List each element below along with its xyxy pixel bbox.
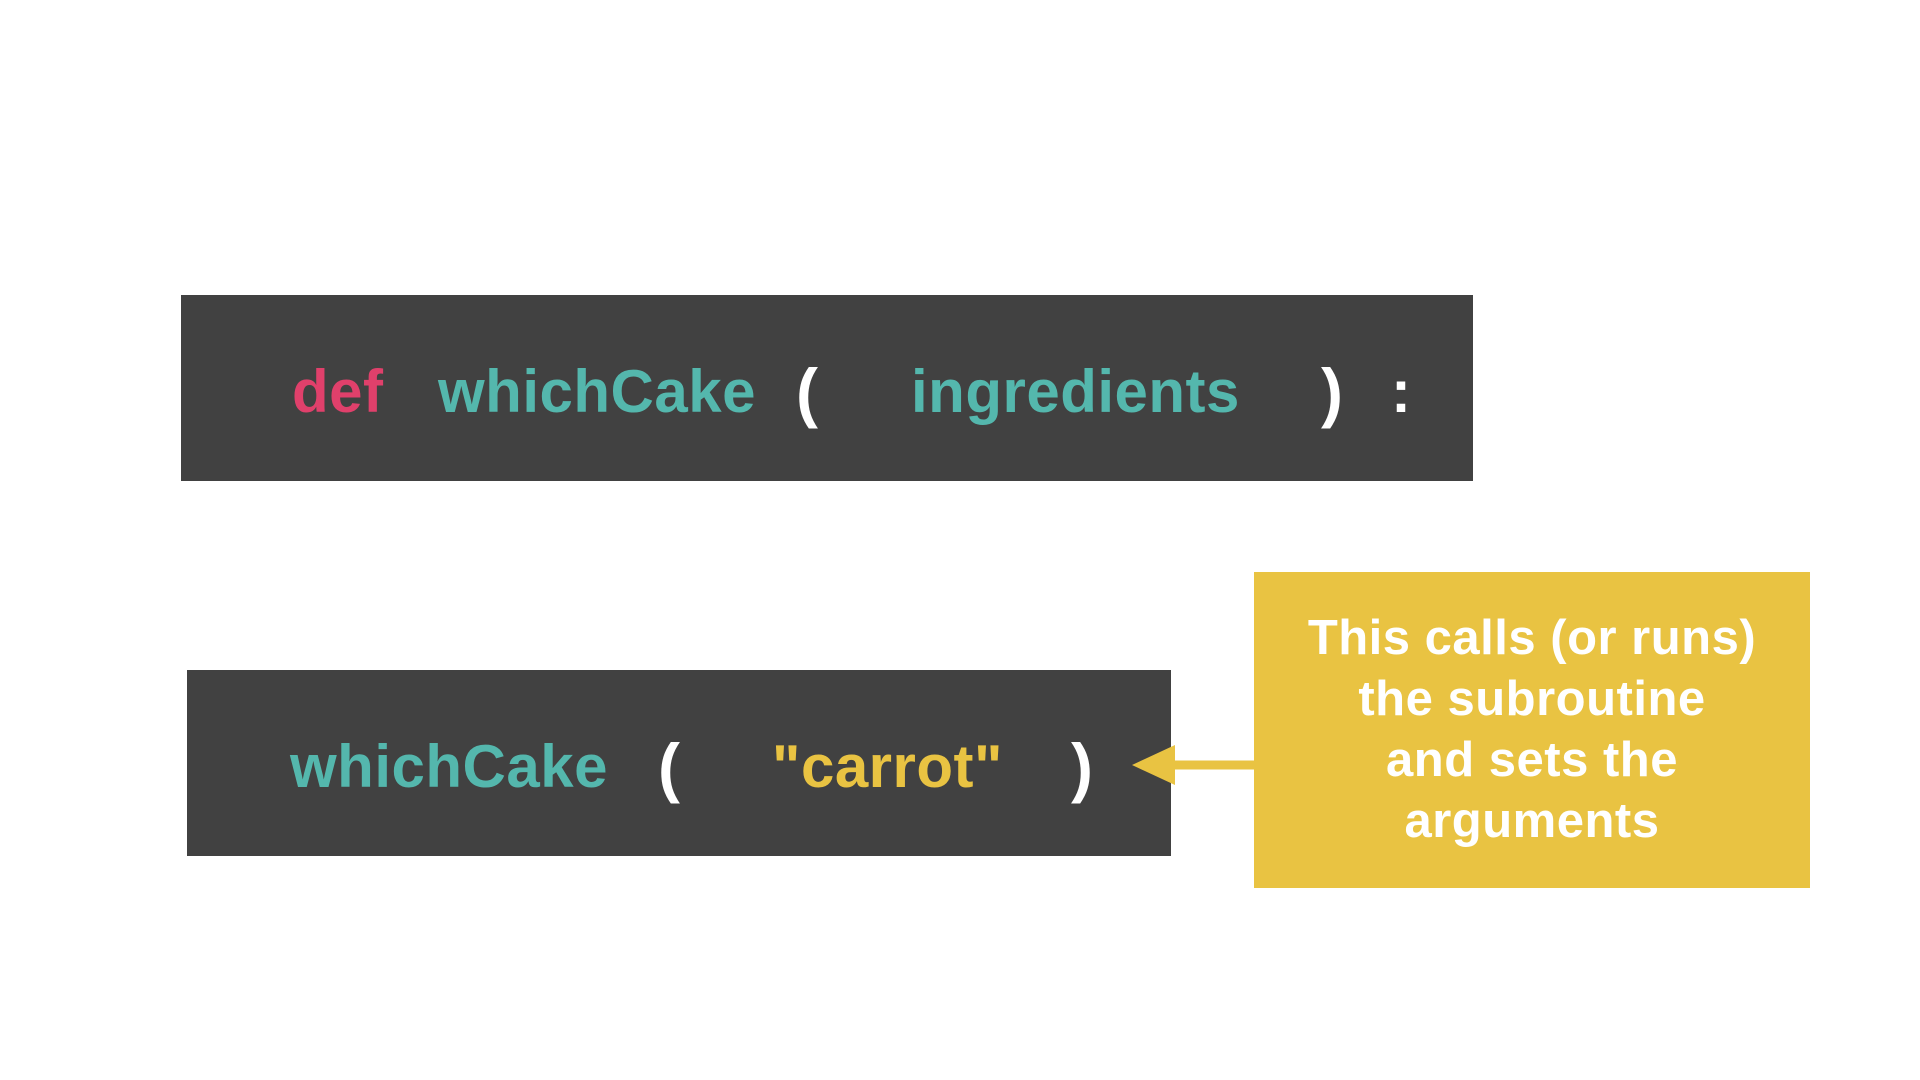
definition-close-paren: ) bbox=[1321, 355, 1344, 429]
call-close-paren: ) bbox=[1071, 730, 1094, 804]
call-argument-string: "carrot" bbox=[772, 733, 1003, 800]
definition-open-paren: ( bbox=[796, 355, 819, 429]
callout-arrow bbox=[1132, 745, 1260, 785]
call-open-paren: ( bbox=[658, 730, 681, 804]
function-definition-box: def whichCake ( ingredients ) : bbox=[181, 295, 1473, 481]
call-function-name: whichCake bbox=[290, 733, 608, 800]
annotation-line: and sets the bbox=[1386, 733, 1678, 787]
annotation-line: the subroutine bbox=[1358, 672, 1706, 726]
function-call-box: whichCake ( "carrot" ) bbox=[187, 670, 1171, 856]
arrow-head-icon bbox=[1132, 745, 1175, 785]
parameter-name: ingredients bbox=[911, 358, 1240, 425]
definition-colon: : bbox=[1391, 358, 1412, 425]
annotation-note: This calls (or runs) the subroutine and … bbox=[1254, 572, 1810, 888]
def-keyword: def bbox=[292, 358, 384, 425]
annotation-line: This calls (or runs) bbox=[1307, 611, 1757, 665]
annotation-line: arguments bbox=[1404, 794, 1660, 848]
definition-function-name: whichCake bbox=[438, 358, 756, 425]
